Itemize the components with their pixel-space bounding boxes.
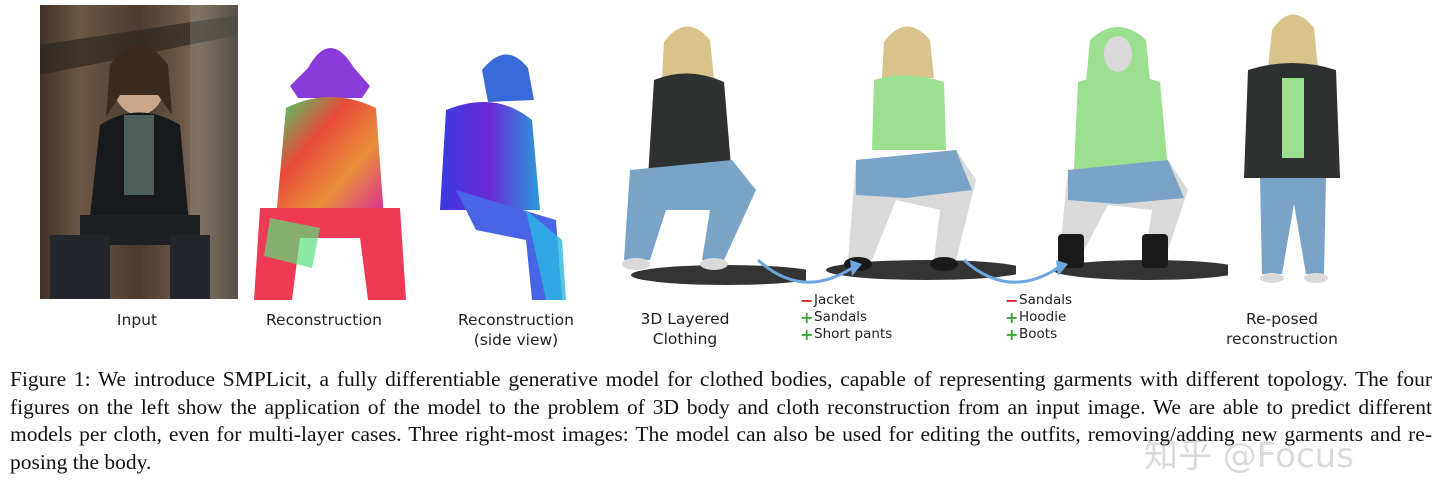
reconstruction-side-render (440, 54, 566, 300)
layered-clothing-render (622, 26, 806, 285)
figure: Input Reconstruction Reconstruction (sid… (40, 5, 1340, 349)
edit-op: +Short pants (800, 325, 893, 344)
input-photo (40, 5, 238, 299)
edit-op: −Jacket (800, 291, 855, 310)
reposed-label: Re-posed reconstruction (1226, 310, 1338, 348)
arrow-icon (756, 258, 862, 284)
edit1-render (826, 26, 1016, 280)
edit2-ops: −Sandals +Hoodie +Boots (1005, 292, 1072, 343)
edit-op: −Sandals (1005, 291, 1073, 310)
input-label: Input (116, 311, 158, 329)
arrow-icon (962, 258, 1068, 284)
reposed-render (1244, 14, 1340, 283)
reconstruction-label: Reconstruction (265, 311, 382, 329)
edit-op: +Sandals (800, 308, 868, 327)
reconstruction-render (254, 48, 406, 300)
reconstruction-side-label: Reconstruction (side view) (457, 311, 574, 349)
edit2-render (1053, 27, 1228, 280)
figure-caption: Figure 1: We introduce SMPLicit, a fully… (10, 367, 1432, 474)
edit-op: +Boots (1005, 325, 1058, 344)
layered-clothing-label: 3D Layered Clothing (640, 310, 730, 348)
edit-op: +Hoodie (1005, 308, 1067, 327)
edit1-ops: −Jacket +Sandals +Short pants (800, 292, 892, 343)
